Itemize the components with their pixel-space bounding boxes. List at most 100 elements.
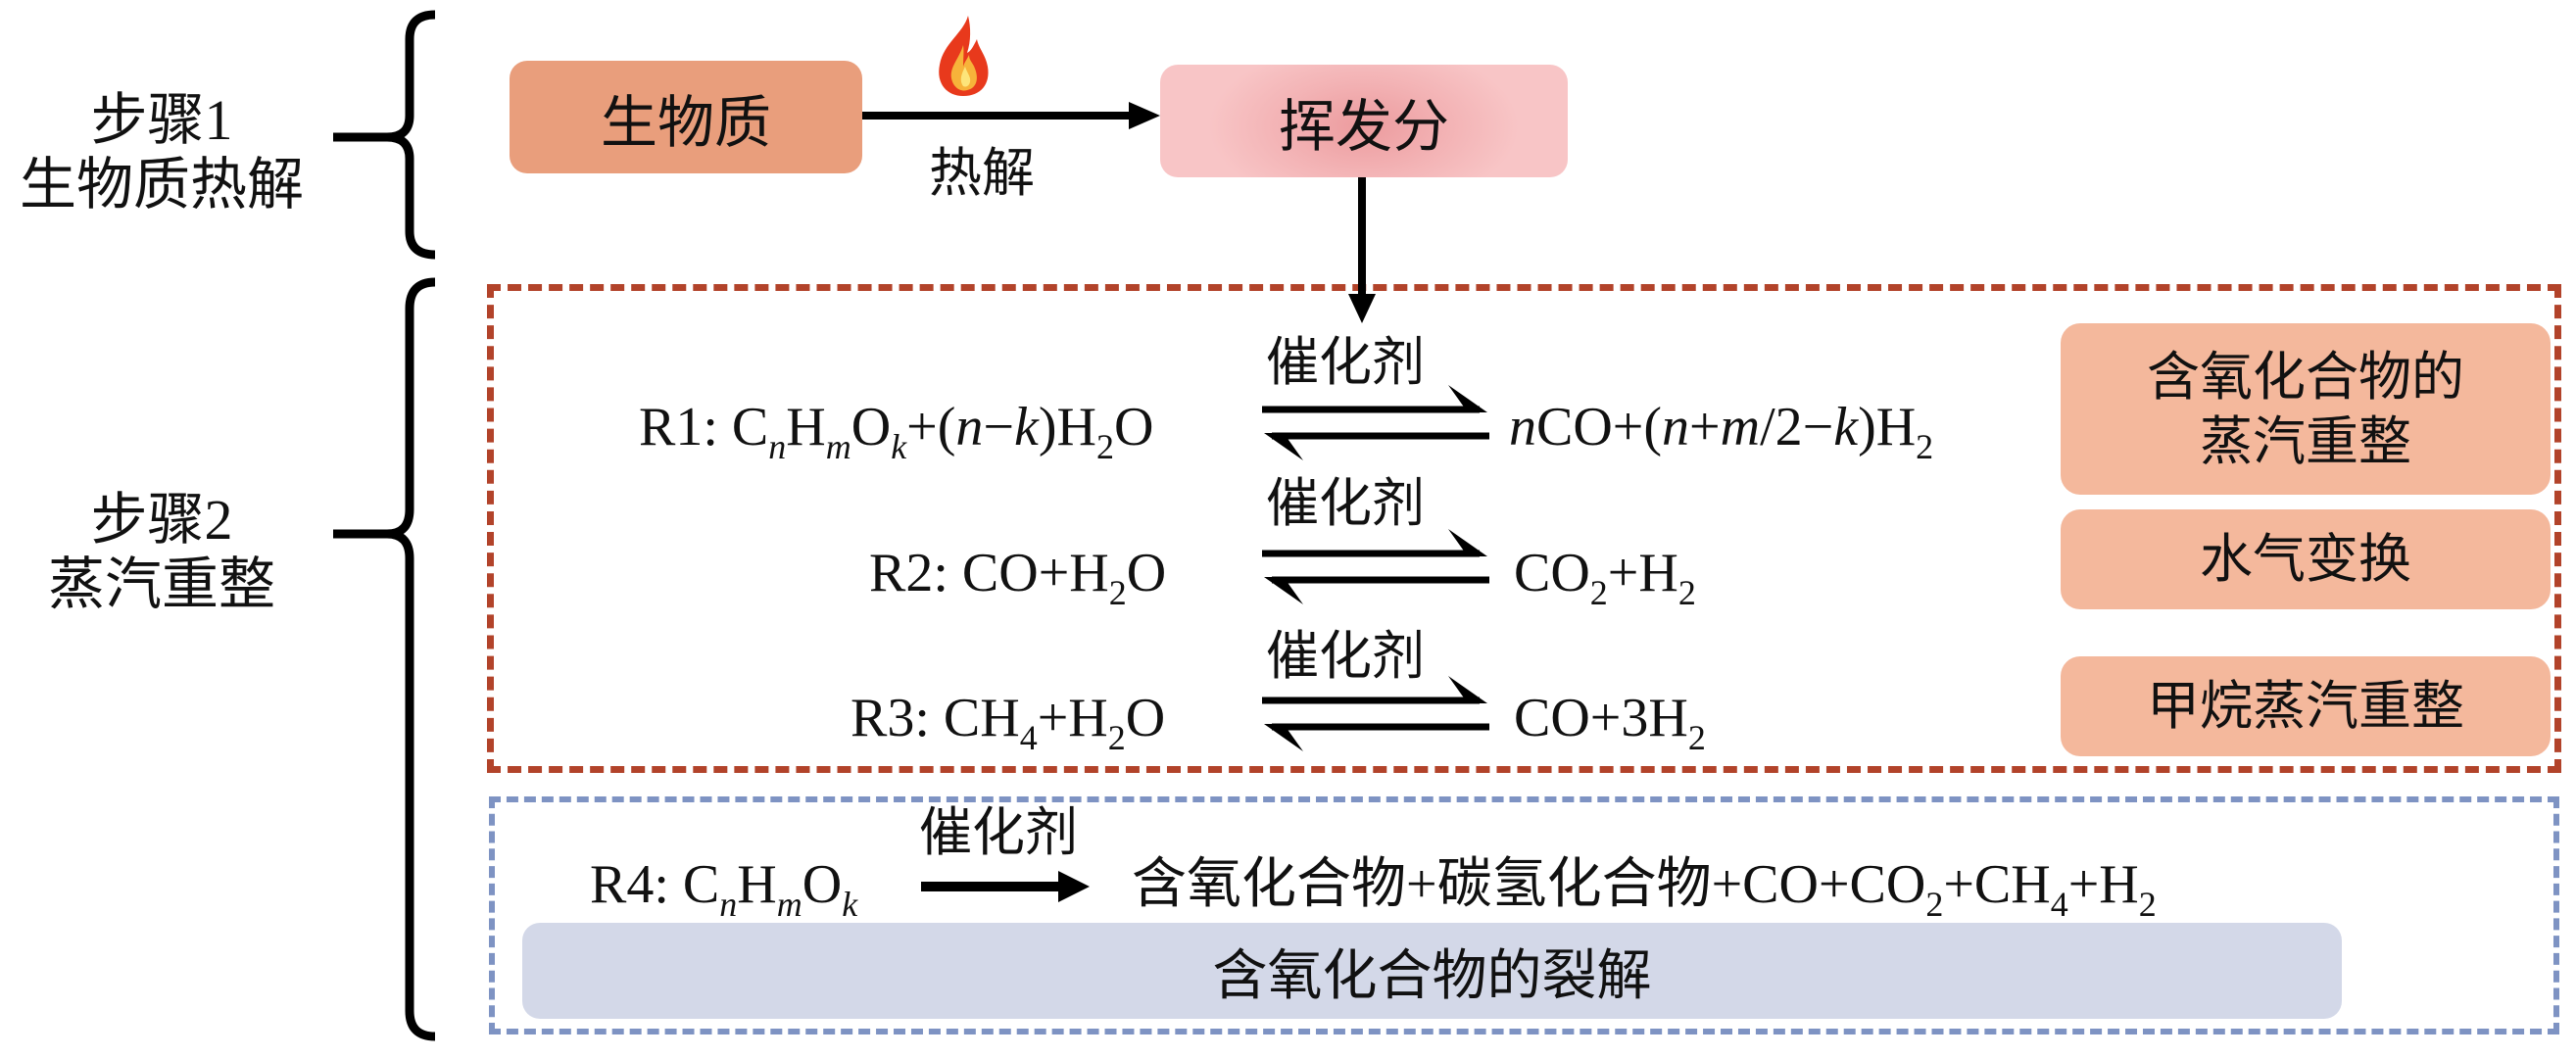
catalyst-label-r2: 催化剂 — [1266, 474, 1425, 533]
process-methane-reforming-label: 甲烷蒸汽重整 — [2147, 677, 2464, 736]
process-oxygenate-cracking: 含氧化合物的裂解 — [522, 923, 2342, 1019]
process-oxygenate-reforming-line2: 蒸汽重整 — [2200, 411, 2411, 471]
formula-token: n — [955, 397, 984, 457]
formula-token: +H — [1607, 543, 1678, 603]
formula-token: H — [737, 854, 777, 915]
formula-token: O — [802, 854, 843, 915]
formula-token: n — [1509, 397, 1536, 457]
bracket-step1 — [333, 10, 436, 260]
step1-subtitle: 生物质热解 — [19, 153, 304, 216]
reaction-r4: R4: CnHmOk — [590, 854, 858, 924]
formula-token: +H — [2067, 854, 2139, 915]
formula-subscript: 2 — [1107, 718, 1126, 757]
pyrolysis-arrow — [862, 102, 1160, 129]
formula-token: O — [851, 397, 892, 457]
equilibrium-arrow-r2 — [1262, 529, 1489, 604]
formula-token: )H — [1038, 397, 1096, 457]
formula-subscript: n — [768, 427, 787, 466]
reaction-r1-lhs: CnHmOk+(n−k)H2O — [731, 397, 1154, 464]
steam-reforming-group — [487, 284, 2561, 773]
catalyst-label-r4: 催化剂 — [919, 803, 1078, 862]
formula-token: )H — [1858, 397, 1917, 457]
formula-token: k — [1014, 397, 1039, 457]
formula-subscript: 4 — [1019, 718, 1038, 757]
catalyst-label-r3: 催化剂 — [1266, 627, 1425, 686]
process-oxygenate-reforming: 含氧化合物的 蒸汽重整 — [2061, 323, 2551, 495]
formula-token: C — [731, 397, 769, 457]
reaction-r1-products: nCO+(n+m/2−k)H2 — [1509, 397, 1933, 464]
flame-icon — [939, 16, 989, 96]
step1-label: 步骤1 生物质热解 — [5, 88, 318, 217]
formula-token: + — [1689, 397, 1721, 457]
formula-subscript: 2 — [1925, 885, 1944, 924]
formula-token: C — [682, 854, 720, 915]
reaction-r1-id: R1 — [639, 397, 704, 457]
biomass-node: 生物质 — [510, 61, 862, 173]
process-oxygenate-reforming-line1: 含氧化合物的 — [2147, 347, 2464, 407]
formula-token: /2− — [1760, 397, 1834, 457]
bracket-step2 — [333, 277, 436, 1041]
formula-token: m — [1720, 397, 1761, 457]
formula-token: − — [983, 397, 1014, 457]
volatile-label: 挥发分 — [1278, 94, 1449, 159]
forward-arrow-r4 — [921, 871, 1090, 902]
formula-token: 含氧化合物+碳氢化合物+CO+CO — [1132, 854, 1926, 915]
formula-token: n — [1662, 397, 1690, 457]
formula-subscript: 2 — [2138, 885, 2157, 924]
reaction-r3: R3: CH4+H2O — [851, 688, 1166, 757]
biomass-label: 生物质 — [600, 90, 771, 155]
process-water-gas-shift-label: 水气变换 — [2200, 530, 2411, 589]
process-water-gas-shift: 水气变换 — [2061, 509, 2551, 609]
formula-token: O — [1125, 688, 1166, 748]
formula-token: CO+3H — [1514, 688, 1688, 748]
formula-subscript: 2 — [1589, 573, 1608, 612]
formula-subscript: 2 — [1095, 427, 1114, 466]
equilibrium-arrow-r1 — [1262, 385, 1489, 460]
formula-token: k — [1833, 397, 1859, 457]
step2-subtitle: 蒸汽重整 — [47, 553, 275, 616]
reaction-r2: R2: CO+H2O — [869, 543, 1167, 612]
volatile-down-arrow — [1348, 177, 1376, 323]
formula-subscript: n — [719, 885, 738, 924]
formula-subscript: 2 — [1916, 427, 1934, 466]
formula-subscript: m — [825, 427, 851, 466]
step2-title: 步骤2 — [90, 488, 233, 552]
step2-label: 步骤2 蒸汽重整 — [5, 488, 318, 617]
reaction-r2-lhs: CO+H2O — [961, 543, 1167, 610]
reaction-r4-id: R4 — [590, 854, 655, 915]
formula-token: +H — [1037, 688, 1108, 748]
catalyst-label-r1: 催化剂 — [1266, 333, 1425, 392]
formula-token: CO+( — [1536, 397, 1663, 457]
reaction-r1: R1: CnHmOk+(n−k)H2O — [639, 397, 1154, 466]
formula-subscript: k — [891, 427, 907, 466]
formula-token: CO — [1514, 543, 1590, 603]
formula-subscript: m — [776, 885, 802, 924]
formula-subscript: 2 — [1108, 573, 1127, 612]
formula-subscript: 2 — [1677, 573, 1696, 612]
reaction-r3-lhs: CH4+H2O — [943, 688, 1166, 755]
formula-token: O — [1126, 543, 1167, 603]
formula-subscript: 2 — [1687, 718, 1706, 757]
equilibrium-arrow-r3 — [1262, 676, 1489, 751]
volatile-node: 挥发分 — [1160, 65, 1568, 177]
process-methane-reforming: 甲烷蒸汽重整 — [2061, 656, 2551, 756]
reaction-r3-products: CO+3H2 — [1514, 688, 1706, 755]
formula-token: +CH — [1943, 854, 2051, 915]
process-oxygenate-cracking-label: 含氧化合物的裂解 — [1212, 945, 1652, 1007]
reaction-r3-id: R3 — [851, 688, 915, 748]
formula-token: CO+H — [961, 543, 1109, 603]
formula-token: CH — [943, 688, 1020, 748]
formula-token: H — [786, 397, 826, 457]
formula-subscript: k — [842, 885, 858, 924]
reaction-r4-products: 含氧化合物+碳氢化合物+CO+CO2+CH4+H2 — [1132, 854, 2157, 922]
formula-subscript: 4 — [2050, 885, 2068, 924]
pyrolysis-label: 热解 — [929, 144, 1035, 203]
step1-title: 步骤1 — [90, 88, 233, 152]
formula-token: +( — [906, 397, 956, 457]
reaction-r2-id: R2 — [869, 543, 934, 603]
cracking-group — [489, 796, 2559, 1034]
reaction-r4-lhs: CnHmOk — [682, 854, 857, 922]
formula-token: O — [1113, 397, 1154, 457]
reaction-r2-products: CO2+H2 — [1514, 543, 1696, 610]
